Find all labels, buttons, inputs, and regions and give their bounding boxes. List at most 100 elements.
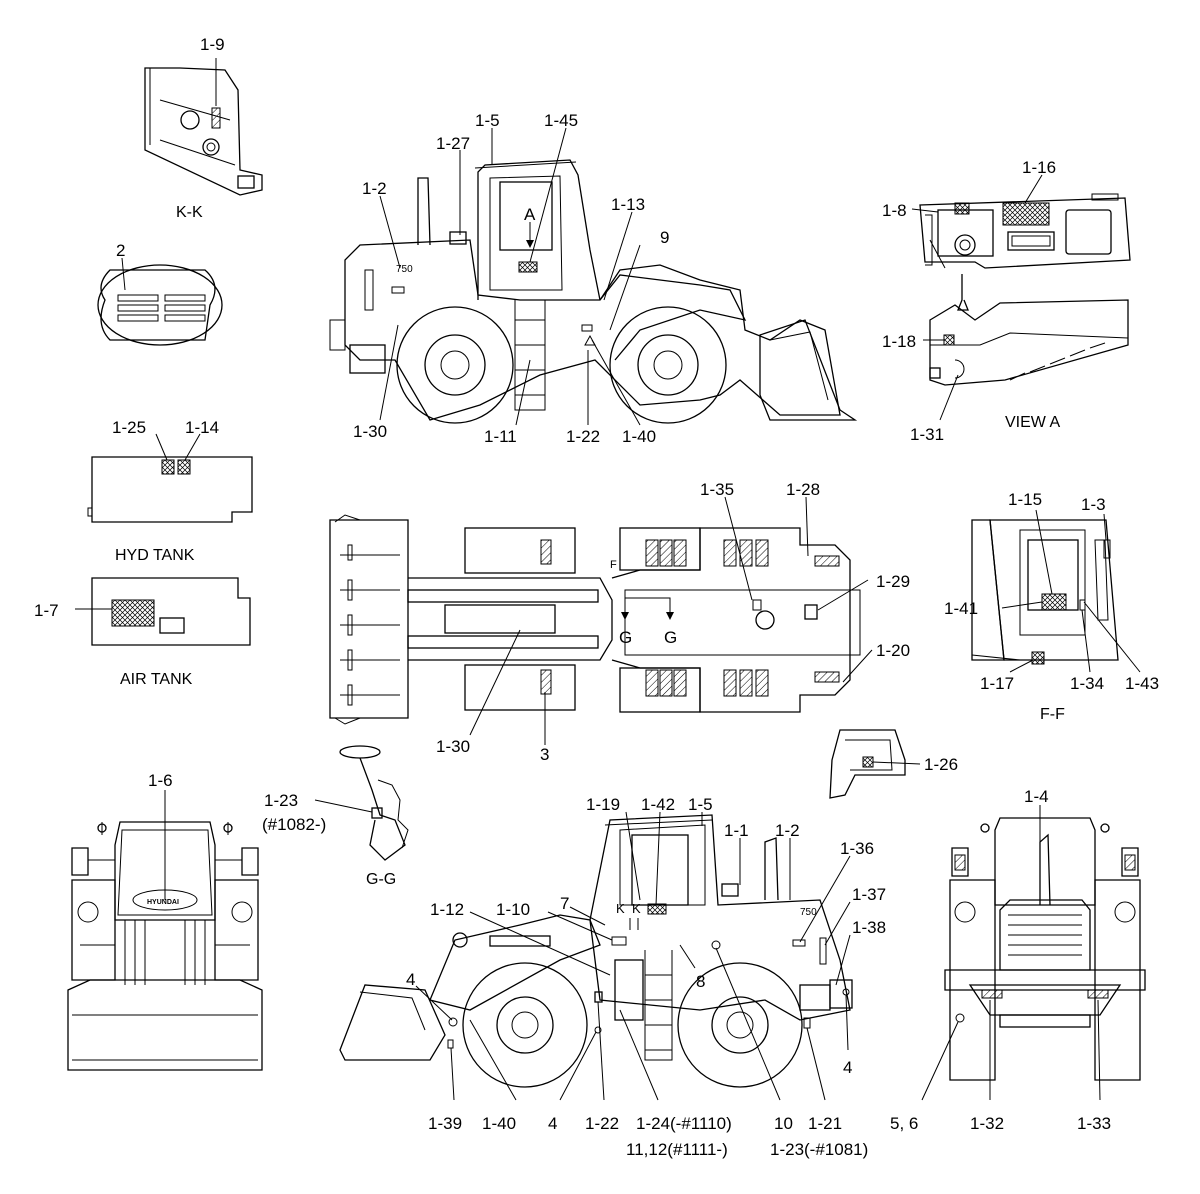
decal-1-25: [161, 459, 175, 475]
label-1-6: 1-6: [148, 771, 173, 790]
decal-1-3: [1103, 539, 1111, 559]
label-4-rear: 4: [843, 1058, 852, 1077]
label-g-right: G: [664, 628, 677, 647]
detail-kk: 1-9 K-K: [144, 35, 263, 221]
label-1-19: 1-19: [586, 795, 620, 814]
label-1-35: 1-35: [700, 480, 734, 499]
label-1-16: 1-16: [1022, 158, 1056, 177]
label-5-6: 5, 6: [890, 1114, 918, 1133]
model-number-side: 750: [396, 264, 413, 275]
detail-1-26: 1-26: [829, 729, 958, 799]
label-1-30-side: 1-30: [353, 422, 387, 441]
label-1-2-bottom: 1-2: [775, 821, 800, 840]
label-1-13: 1-13: [611, 195, 645, 214]
decal-1-9: [211, 107, 221, 129]
label-1-20: 1-20: [876, 641, 910, 660]
label-1-21: 1-21: [808, 1114, 842, 1133]
decal-1-36: [792, 939, 806, 947]
label-1-5-bottom: 1-5: [688, 795, 713, 814]
label-8: 8: [696, 972, 705, 991]
label-1-12: 1-12: [430, 900, 464, 919]
label-1-25: 1-25: [112, 418, 146, 437]
label-11-12: 11,12(#1111-): [626, 1140, 728, 1159]
caption-hyd-tank: HYD TANK: [115, 547, 195, 564]
label-9: 9: [660, 228, 669, 247]
model-number-left: 750: [800, 907, 817, 918]
decal-1-8: [954, 202, 970, 215]
label-1-36: 1-36: [840, 839, 874, 858]
label-1-4: 1-4: [1024, 787, 1049, 806]
decal-1-42: [647, 903, 667, 915]
label-1-28: 1-28: [786, 480, 820, 499]
label-4-bottom: 4: [548, 1114, 557, 1133]
label-3: 3: [540, 745, 549, 764]
decal-1-28: [814, 555, 840, 567]
decal-1-26: [862, 756, 874, 768]
decal-1-45: [518, 261, 538, 273]
decal-1-17: [1031, 651, 1045, 665]
label-view-a-arrow: A: [524, 205, 536, 224]
detail-air-tank: 1-7 AIR TANK: [34, 577, 251, 688]
caption-gg: G-G: [366, 871, 396, 888]
label-1-32: 1-32: [970, 1114, 1004, 1133]
label-1-23-bottom: 1-23(-#1081): [770, 1140, 868, 1159]
label-1-22-top: 1-22: [566, 427, 600, 446]
decal-4: [448, 1017, 458, 1027]
label-1-38: 1-38: [852, 918, 886, 937]
label-1-29: 1-29: [876, 572, 910, 591]
label-1-26: 1-26: [924, 755, 958, 774]
front-view: HYUNDAI 1-6: [67, 771, 263, 1071]
label-1-45: 1-45: [544, 111, 578, 130]
label-1-1: 1-1: [724, 821, 749, 840]
decal-1-7: [111, 599, 155, 627]
label-10: 10: [774, 1114, 793, 1133]
decal-1-43: [1079, 599, 1086, 611]
label-k-left: K: [616, 901, 625, 916]
brand-logo-front: HYUNDAI: [147, 899, 179, 906]
label-1082: (#1082-): [262, 815, 326, 834]
label-1-18: 1-18: [882, 332, 916, 351]
label-1-24: 1-24(-#1110): [636, 1114, 732, 1133]
decal-1-20: [814, 671, 840, 683]
decal-1-32: [981, 989, 1003, 999]
label-1-39: 1-39: [428, 1114, 462, 1133]
label-1-8: 1-8: [882, 201, 907, 220]
caption-ff: F-F: [1040, 706, 1065, 723]
label-1-22-bottom: 1-22: [585, 1114, 619, 1133]
detail-item-2: 2: [97, 241, 223, 346]
label-2: 2: [116, 241, 125, 260]
label-1-23-gg: 1-23: [264, 791, 298, 810]
label-1-31: 1-31: [910, 425, 944, 444]
label-4-front: 4: [406, 970, 415, 989]
caption-air-tank: AIR TANK: [120, 671, 193, 688]
label-f-section: F: [610, 559, 617, 571]
label-1-7: 1-7: [34, 601, 59, 620]
decal-1-29: [804, 604, 818, 620]
label-1-40-bottom: 1-40: [482, 1114, 516, 1133]
label-1-43: 1-43: [1125, 674, 1159, 693]
side-view-left: 750 K K: [339, 795, 886, 1159]
side-view-right: 750 A 1-5 1-45 1-27 1-2 1-13 9 1-30 1-11…: [329, 111, 858, 446]
label-1-9: 1-9: [200, 35, 225, 54]
decal-1-37: [819, 937, 827, 965]
decal-1-16: [1002, 202, 1050, 226]
caption-kk: K-K: [176, 204, 203, 221]
decal-1-35: [723, 539, 737, 567]
label-1-3: 1-3: [1081, 495, 1106, 514]
detail-view-a: 1-16 1-8 1-18 1-31 VIEW A: [882, 158, 1131, 444]
label-g-left: G: [619, 628, 632, 647]
decal-1-33: [1087, 989, 1109, 999]
label-1-5-top: 1-5: [475, 111, 500, 130]
label-1-42: 1-42: [641, 795, 675, 814]
label-1-2-top: 1-2: [362, 179, 387, 198]
label-1-27: 1-27: [436, 134, 470, 153]
detail-ff: 1-15 1-3 1-41 1-17 1-34 1-43 F-F: [944, 490, 1159, 723]
rear-view: 1-4 5, 6 1-32 1-33: [890, 787, 1146, 1133]
label-1-37: 1-37: [852, 885, 886, 904]
label-1-41: 1-41: [944, 599, 978, 618]
plan-view-top: G G F 1-35 1-28 1-29 1-20 1-30 3: [329, 480, 910, 764]
label-1-10: 1-10: [496, 900, 530, 919]
label-1-40-top: 1-40: [622, 427, 656, 446]
decal-3: [540, 669, 552, 695]
label-7: 7: [560, 894, 569, 913]
